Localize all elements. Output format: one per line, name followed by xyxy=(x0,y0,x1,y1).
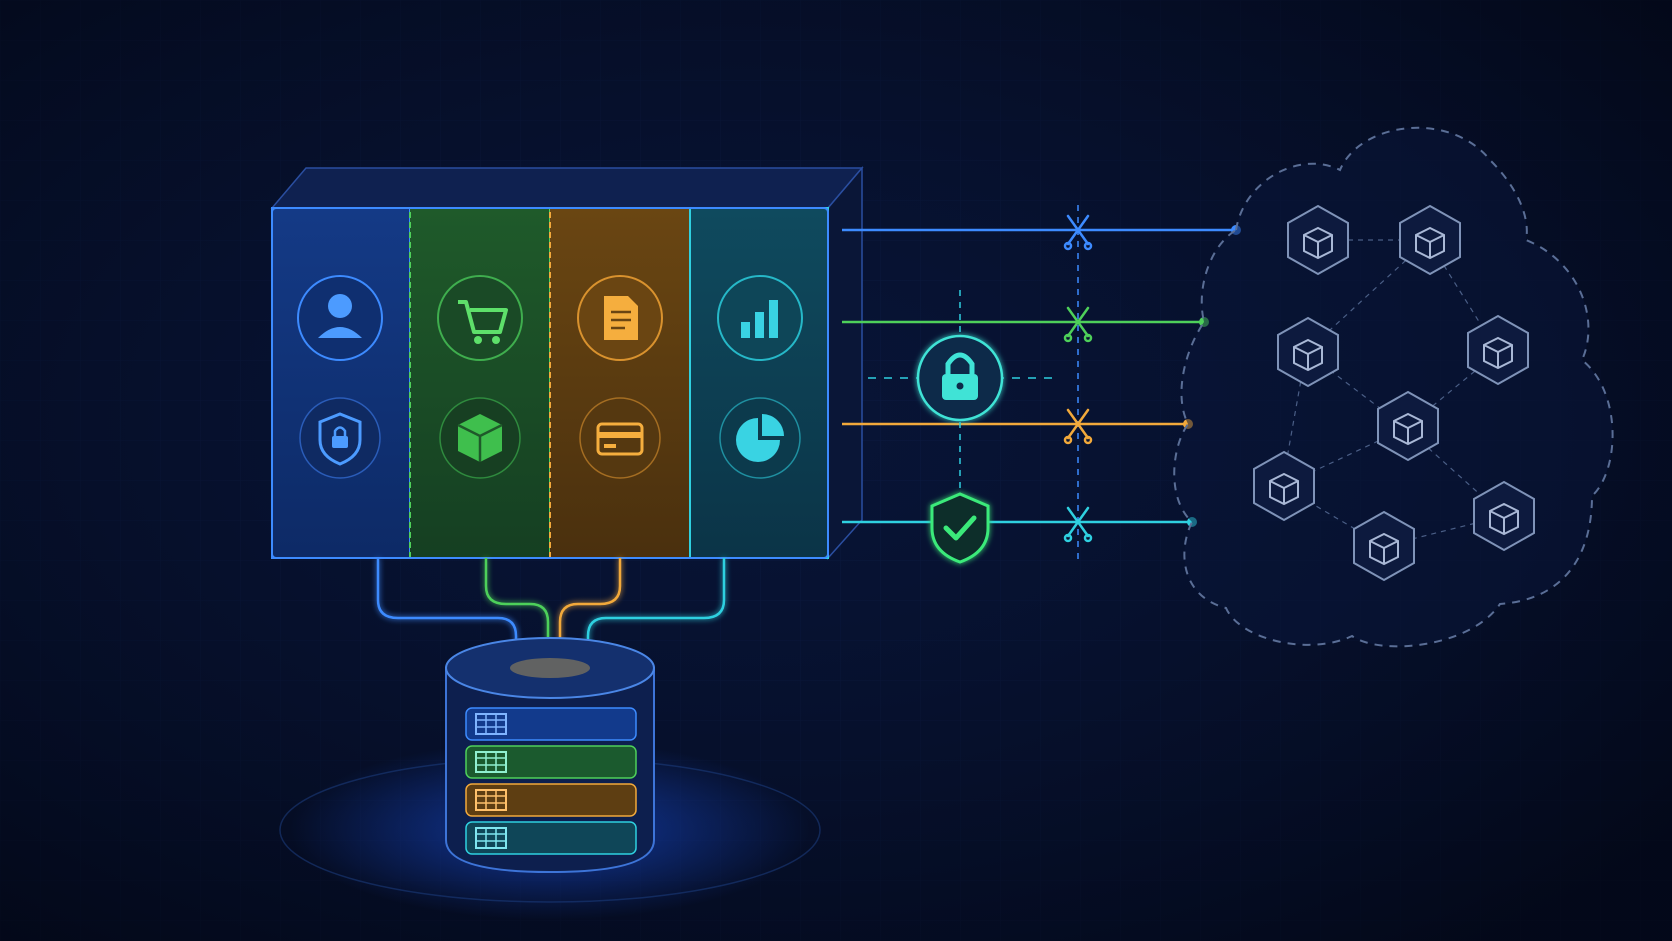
cube-node-2 xyxy=(1399,204,1461,276)
lock-icon xyxy=(916,334,1004,422)
table-grid-icon xyxy=(475,713,507,735)
table-tier-orange xyxy=(465,783,637,817)
table-grid-icon xyxy=(475,751,507,773)
cart-icon xyxy=(437,275,523,361)
table-tier-teal xyxy=(465,821,637,855)
table-grid-icon xyxy=(475,789,507,811)
scissors-orange xyxy=(1063,408,1093,445)
document-icon xyxy=(577,275,663,361)
package-icon xyxy=(439,397,521,479)
service-box xyxy=(270,165,864,560)
column-analytics xyxy=(689,207,829,559)
cube-icon xyxy=(1293,338,1323,372)
user-icon xyxy=(297,275,383,361)
credit-card-icon xyxy=(579,397,661,479)
table-grid-icon xyxy=(475,827,507,849)
pie-chart-icon xyxy=(719,397,801,479)
database-top xyxy=(445,637,655,699)
scissors-blue xyxy=(1063,214,1093,251)
service-box-top-face xyxy=(270,167,864,209)
cube-node-4 xyxy=(1467,314,1529,386)
cube-icon xyxy=(1483,336,1513,370)
db-connectors xyxy=(376,558,726,668)
cube-node-6 xyxy=(1253,450,1315,522)
scissors-icon xyxy=(1063,214,1093,543)
service-box-side-face xyxy=(827,165,863,560)
cube-node-1 xyxy=(1287,204,1349,276)
scissors-teal xyxy=(1063,506,1093,543)
service-box-frame xyxy=(271,207,829,559)
connector-blue xyxy=(376,558,518,668)
database-icon xyxy=(279,637,821,920)
cube-icon xyxy=(1369,532,1399,566)
database-top-glow xyxy=(510,658,590,678)
cube-icon xyxy=(1415,226,1445,260)
cube-icon xyxy=(1489,502,1519,536)
scissors-green xyxy=(1063,306,1093,343)
column-commerce xyxy=(409,207,551,559)
cloud-icon xyxy=(1173,126,1614,648)
cube-node-5 xyxy=(1377,390,1439,462)
cube-node-7 xyxy=(1473,480,1535,552)
cube-node-8 xyxy=(1353,510,1415,582)
column-identity xyxy=(271,207,411,559)
connector-green xyxy=(484,558,550,668)
cube-icon xyxy=(1393,412,1423,446)
shield-check-icon xyxy=(930,492,990,564)
bar-chart-icon xyxy=(717,275,803,361)
node-mesh xyxy=(1281,239,1505,547)
table-tier-green xyxy=(465,745,637,779)
connector-orange xyxy=(558,558,622,668)
shield-lock-icon xyxy=(299,397,381,479)
column-billing xyxy=(549,207,691,559)
table-tier-blue xyxy=(465,707,637,741)
cube-node-3 xyxy=(1277,316,1339,388)
cube-icon xyxy=(1269,472,1299,506)
cube-icon xyxy=(1303,226,1333,260)
connector-teal xyxy=(586,558,726,668)
